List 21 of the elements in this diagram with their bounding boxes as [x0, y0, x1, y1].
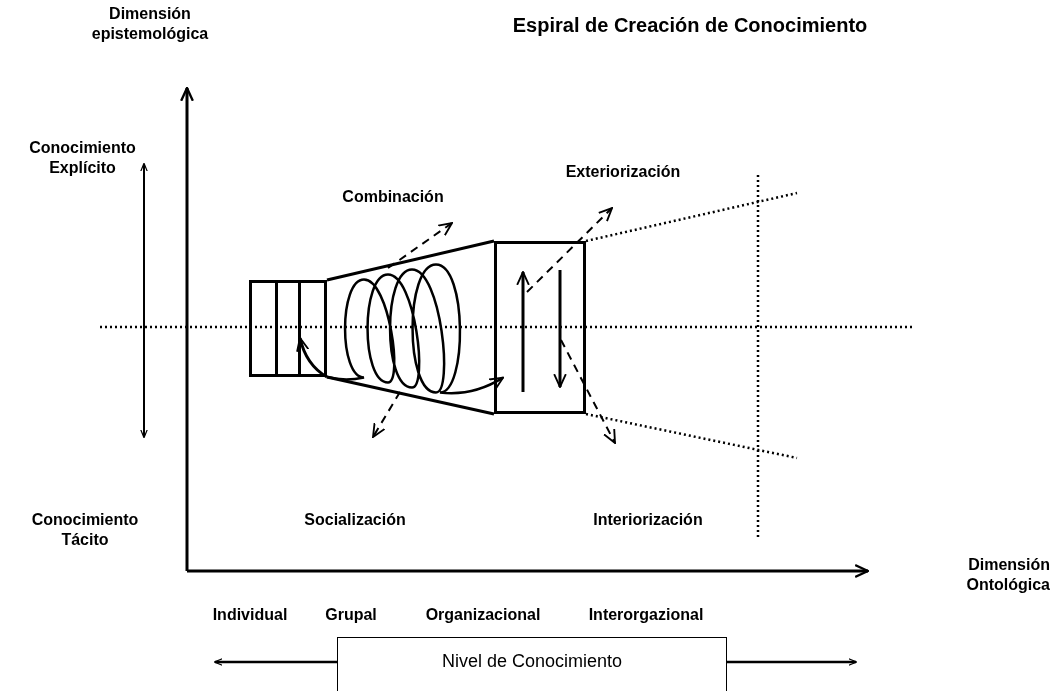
arrow	[213, 658, 337, 666]
axis-label: Dimensión epistemológica	[90, 4, 210, 44]
axis-label: Exteriorización	[564, 162, 682, 182]
funnel-side-line	[326, 239, 495, 282]
axis-label: Dimensión Ontológica	[965, 555, 1050, 595]
axis-label: Combinación	[341, 187, 445, 207]
axis-label: Conocimiento Tácito	[30, 510, 140, 550]
transfer-box	[494, 241, 586, 414]
axis-label: Interiorización	[592, 510, 704, 530]
funnel-side-line	[326, 375, 495, 416]
axis-label: Organizacional	[424, 605, 542, 625]
level-box	[337, 637, 727, 691]
box-label: Nivel de Conocimiento	[441, 650, 623, 673]
arrow	[727, 658, 858, 666]
axis-label: Conocimiento Explícito	[28, 138, 137, 178]
axis-label: Individual	[211, 605, 289, 625]
layered-box	[249, 280, 327, 377]
axis-label: Interorgazional	[587, 605, 705, 625]
diagram-title: Espiral de Creación de Conocimiento	[511, 14, 869, 37]
axis-label: Socialización	[303, 510, 407, 530]
axis-label: Grupal	[324, 605, 378, 625]
